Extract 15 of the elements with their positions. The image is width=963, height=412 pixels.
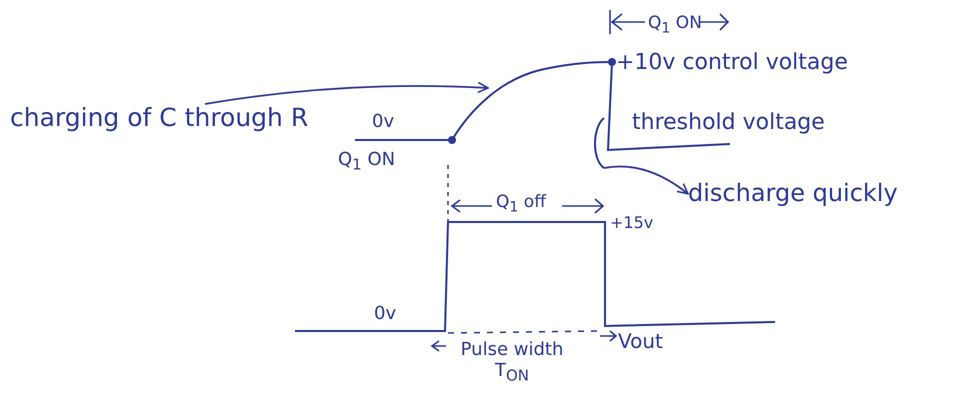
leader-line xyxy=(604,166,689,195)
leader-line xyxy=(204,82,489,105)
waveform-label: 0v xyxy=(372,112,394,133)
annotation-text: discharge quickly xyxy=(688,180,898,208)
annotation-text: charging of C through R xyxy=(10,104,308,133)
waveform-label: threshold voltage xyxy=(632,110,825,136)
waveform-label: Pulse width T$_{ON}$ xyxy=(460,340,564,385)
waveform-curve xyxy=(594,117,605,169)
waveform-label: Vout xyxy=(618,330,663,353)
waveform-label: Q$_{1}$ ON xyxy=(648,14,702,37)
waveform-label: 0v xyxy=(374,304,396,325)
waveform-label: +15v xyxy=(610,214,654,232)
waveform-label: +10v control voltage xyxy=(616,50,848,76)
waveform-label: Q$_{1}$ off xyxy=(496,193,546,216)
waveform-label: Q$_{1}$ ON xyxy=(338,150,396,174)
